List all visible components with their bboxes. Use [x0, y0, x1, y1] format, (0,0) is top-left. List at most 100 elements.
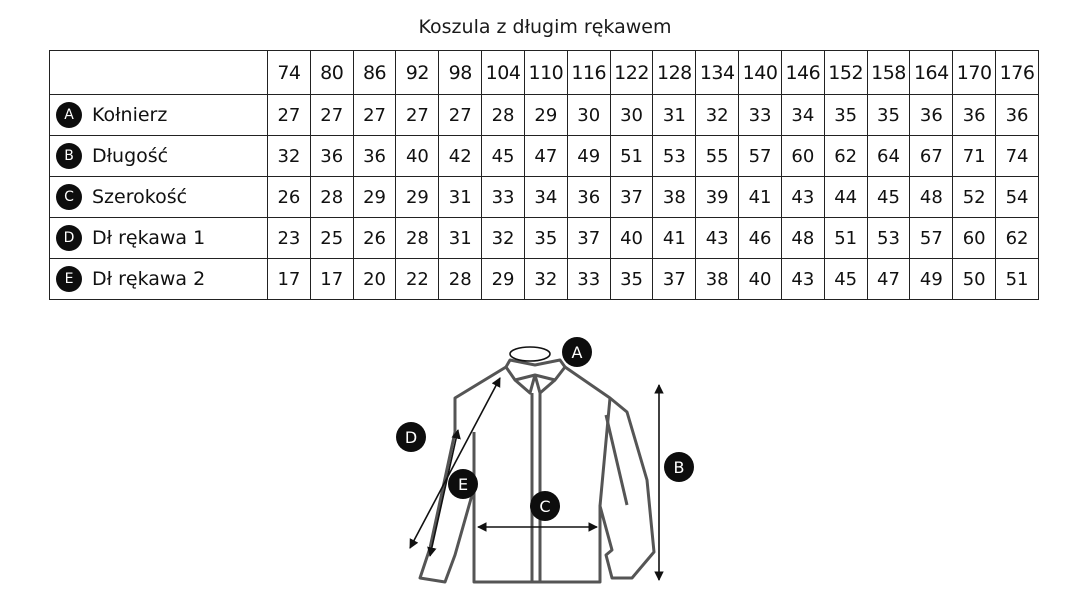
table-cell: 35 [523, 217, 568, 259]
table-cell: 60 [952, 217, 997, 259]
table-cell: 28 [438, 258, 483, 300]
table-cell: 40 [738, 258, 782, 300]
table-cell: 57 [909, 217, 954, 259]
table-cell: 42 [438, 135, 483, 177]
table-cell: 38 [695, 258, 740, 300]
badge-a: A [562, 337, 592, 367]
table-cell: 44 [823, 176, 868, 218]
table-cell: 27 [309, 94, 354, 136]
table-cell: 38 [652, 176, 697, 218]
table-cell: 27 [267, 94, 311, 136]
row-label: Dł rękawa 1 [92, 227, 206, 249]
sleeve2-arrow [427, 429, 461, 557]
table-cell: 31 [438, 176, 483, 218]
table-cell: 47 [523, 135, 568, 177]
size-header-cell: 146 [780, 50, 825, 95]
row-letter-badge: C [56, 184, 82, 210]
table-cell: 49 [566, 135, 611, 177]
table-cell: 53 [866, 217, 911, 259]
row-letter-badge: A [56, 102, 82, 128]
size-header-cell: 170 [952, 50, 997, 95]
table-cell: 33 [738, 94, 782, 136]
table-cell: 48 [909, 176, 954, 218]
size-header-cell: 128 [652, 50, 697, 95]
table-cell: 43 [695, 217, 740, 259]
table-cell: 27 [352, 94, 397, 136]
badge-e: E [448, 469, 478, 499]
row-letter-badge: E [56, 266, 82, 292]
size-header-cell: 74 [267, 50, 311, 95]
table-cell: 17 [267, 258, 311, 300]
shirt-diagram: A B C D E [396, 337, 694, 584]
size-header-cell: 92 [395, 50, 440, 95]
size-header-cell: 104 [481, 50, 525, 95]
table-cell: 31 [438, 217, 483, 259]
size-header-cell: 116 [566, 50, 611, 95]
table-cell: 29 [352, 176, 397, 218]
row-label: Dł rękawa 2 [92, 268, 206, 290]
table-cell: 30 [566, 94, 611, 136]
table-cell: 51 [823, 217, 868, 259]
table-cell: 36 [909, 94, 954, 136]
shirt-outline [418, 358, 656, 584]
row-header: C Szerokość [49, 176, 268, 218]
row-letter-badge: B [56, 143, 82, 169]
table-cell: 43 [780, 258, 825, 300]
table-cell: 74 [995, 135, 1039, 177]
size-header-cell: 134 [695, 50, 740, 95]
table-cell: 53 [652, 135, 697, 177]
table-cell: 51 [609, 135, 654, 177]
size-header-cell: 176 [995, 50, 1039, 95]
size-header-cell: 98 [438, 50, 483, 95]
table-cell: 67 [909, 135, 954, 177]
svg-text:B: B [674, 458, 685, 477]
size-header-cell: 122 [609, 50, 654, 95]
size-header-cell: 164 [909, 50, 954, 95]
table-cell: 36 [309, 135, 354, 177]
table-cell: 35 [823, 94, 868, 136]
size-header-cell: 86 [352, 50, 397, 95]
table-cell: 30 [609, 94, 654, 136]
table-cell: 32 [695, 94, 740, 136]
table-cell: 55 [695, 135, 740, 177]
table-cell: 29 [395, 176, 440, 218]
table-cell: 36 [566, 176, 611, 218]
badge-d: D [396, 422, 426, 452]
svg-text:D: D [405, 428, 417, 447]
table-cell: 51 [995, 258, 1039, 300]
measure-arrows [409, 346, 664, 581]
table-cell: 27 [438, 94, 483, 136]
table-cell: 50 [952, 258, 997, 300]
table-cell: 52 [952, 176, 997, 218]
table-cell: 40 [395, 135, 440, 177]
table-cell: 36 [952, 94, 997, 136]
table-cell: 62 [995, 217, 1039, 259]
table-cell: 33 [481, 176, 525, 218]
row-label: Szerokość [92, 186, 188, 208]
table-cell: 40 [609, 217, 654, 259]
table-cell: 48 [780, 217, 825, 259]
table-cell: 45 [866, 176, 911, 218]
table-cell: 62 [823, 135, 868, 177]
table-cell: 37 [652, 258, 697, 300]
table-cell: 47 [866, 258, 911, 300]
size-header-cell: 110 [523, 50, 568, 95]
table-cell: 32 [523, 258, 568, 300]
table-cell: 45 [823, 258, 868, 300]
table-cell: 32 [481, 217, 525, 259]
row-header: E Dł rękawa 2 [49, 258, 268, 300]
table-cell: 28 [481, 94, 525, 136]
chart-title: Koszula z długim rękawem [418, 16, 672, 38]
table-cell: 45 [481, 135, 525, 177]
svg-text:E: E [458, 475, 468, 494]
collar-arrow [509, 346, 551, 362]
table-cell: 39 [695, 176, 740, 218]
table-cell: 26 [352, 217, 397, 259]
